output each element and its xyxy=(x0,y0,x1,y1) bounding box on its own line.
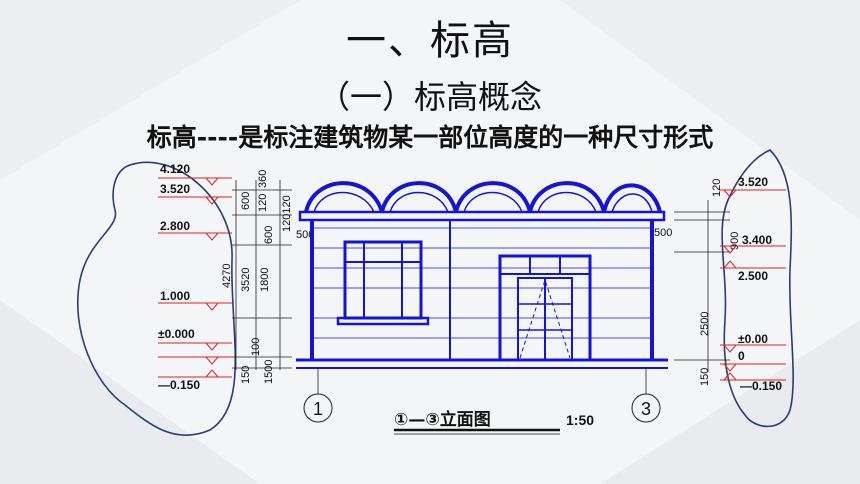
dim-label: 1500 xyxy=(263,360,275,384)
level-label: ±0.00 xyxy=(738,332,768,346)
dimension-lines-right xyxy=(674,200,730,372)
dim-label: 150 xyxy=(240,366,252,384)
offset-label-left: 500 xyxy=(296,229,314,241)
axis-label-left: 1 xyxy=(313,399,323,419)
dimension-labels-left: 360 600 120 120120 600 4270 3520 1800 10… xyxy=(221,170,293,384)
offset-label-right: 500 xyxy=(654,227,672,239)
dim-label: 150 xyxy=(699,368,711,386)
annotation-loop-right xyxy=(721,149,794,428)
level-marks-left xyxy=(158,177,232,378)
level-label: 2.800 xyxy=(160,219,190,233)
dim-label: 100 xyxy=(250,338,262,356)
level-label: —0.150 xyxy=(158,378,200,392)
level-label: 2.500 xyxy=(738,269,768,283)
dim-label: 120 xyxy=(711,179,723,197)
dim-label: 600 xyxy=(240,192,252,210)
axis-circle-right xyxy=(631,393,661,423)
drawing-caption: ①—③立面图 xyxy=(394,409,491,430)
slide-title: 一、标高 xyxy=(346,18,514,64)
dimension-labels-right: 120 900 2500 150 xyxy=(699,179,741,386)
level-label: 3.400 xyxy=(742,233,772,247)
axis-label-right: 3 xyxy=(641,399,651,419)
dim-label: 120 xyxy=(257,194,269,212)
level-label: 0 xyxy=(738,349,745,363)
level-label: 3.520 xyxy=(738,175,768,189)
building-elevation xyxy=(296,181,668,369)
level-label: 4.120 xyxy=(160,162,190,176)
dim-label: 3520 xyxy=(240,268,252,292)
dim-label: 900 xyxy=(729,232,741,250)
slide-subtitle: （一）标高概念 xyxy=(317,78,542,116)
axis-circle-left xyxy=(303,393,333,423)
dim-label: 120120 xyxy=(281,195,293,232)
level-label: 1.000 xyxy=(160,289,190,303)
drawing-scale: 1:50 xyxy=(566,412,594,428)
dim-label: 600 xyxy=(263,226,275,244)
dim-label: 360 xyxy=(257,170,269,188)
annotation-loop-left xyxy=(76,161,237,436)
dim-label: 2500 xyxy=(699,312,711,336)
level-label: —0.150 xyxy=(740,379,782,393)
level-label: 3.520 xyxy=(160,182,190,196)
dim-label: 1800 xyxy=(259,268,271,292)
dimension-lines-left xyxy=(232,180,292,370)
level-label: ±0.000 xyxy=(158,327,195,341)
dim-label: 4270 xyxy=(221,264,233,288)
level-marks-right xyxy=(720,189,786,381)
definition-text: 标高----是标注建筑物某一部位高度的一种尺寸形式 xyxy=(146,123,714,152)
